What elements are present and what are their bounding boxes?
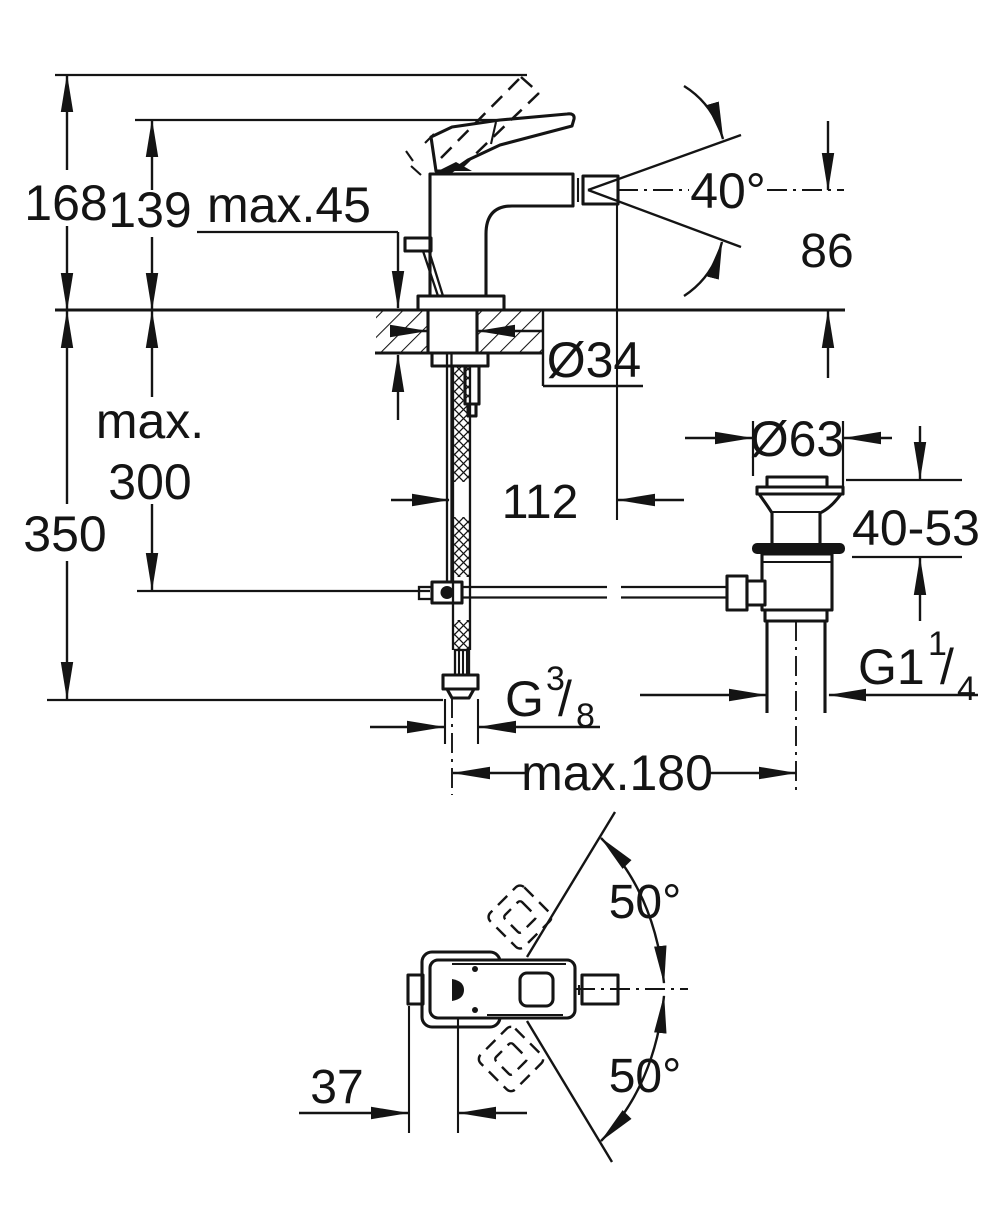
- handle-position-upper-dashed: [487, 884, 553, 950]
- dimension-max180: max.180: [451, 745, 798, 801]
- lever-handle: [429, 112, 576, 173]
- label-max-word: max.: [96, 393, 204, 449]
- handle-raised-position-dashed: [405, 76, 540, 176]
- label-max180: max.180: [521, 745, 713, 801]
- label-max45: max.45: [207, 177, 371, 233]
- dimension-dia34: Ø34: [389, 324, 642, 388]
- label-168: 168: [24, 175, 107, 231]
- faucet-side-view: [403, 76, 620, 312]
- dimension-dia63: Ø63: [685, 411, 892, 467]
- plan-cartridge: [518, 971, 555, 1008]
- faucet-base-plate: [416, 294, 506, 312]
- hose-connection-nut: [441, 673, 480, 691]
- mounting-nut: [430, 351, 490, 368]
- label-g38-sup: 3: [546, 660, 565, 698]
- label-dia63: Ø63: [750, 411, 845, 467]
- dimension-37: 37: [299, 1061, 527, 1120]
- dimension-50deg-upper: 50°: [525, 811, 682, 985]
- label-350: 350: [23, 506, 106, 562]
- label-86: 86: [800, 225, 853, 278]
- dimension-40-53: 40-53: [852, 426, 980, 621]
- dimension-max300: max. 300: [96, 309, 204, 592]
- underdeck-assembly: [417, 310, 727, 795]
- label-dia34: Ø34: [547, 332, 642, 388]
- dimension-50deg-lower: 50°: [525, 994, 682, 1163]
- label-40deg: 40°: [690, 163, 766, 219]
- dimension-168: 168: [24, 73, 108, 312]
- label-g114-slash: /: [940, 639, 954, 695]
- plan-popup-knob: [406, 973, 425, 1006]
- dimension-86: 86: [800, 121, 854, 378]
- popup-knob: [403, 236, 433, 253]
- faucet-plan-view: 50° 50° 37: [299, 811, 688, 1163]
- dimension-g1-1-4: G1 1 / 4: [640, 625, 978, 708]
- dimension-g3-8: G 3 / 8: [370, 660, 600, 735]
- dimension-139: 139: [108, 118, 192, 312]
- popup-waste-valve: [725, 475, 845, 795]
- label-g38-base: G: [505, 671, 544, 727]
- waste-oring-flange: [752, 543, 845, 554]
- waste-knurled-knob: [725, 574, 749, 612]
- label-g38-slash: /: [558, 671, 572, 727]
- label-g114-sub: 4: [957, 670, 976, 708]
- label-112: 112: [502, 476, 579, 529]
- label-139: 139: [108, 182, 191, 238]
- dimension-40deg: 40°: [587, 84, 844, 298]
- dimension-350: 350: [23, 309, 107, 701]
- label-g38-sub: 8: [576, 697, 595, 735]
- label-50deg-lower: 50°: [609, 1050, 682, 1103]
- dimensions-side-view: 168 139 max.45 40° 86: [23, 73, 980, 801]
- label-37: 37: [310, 1061, 363, 1114]
- dimension-max45: max.45: [197, 177, 405, 420]
- faucet-body: [428, 172, 575, 298]
- handle-position-lower-dashed: [477, 1025, 545, 1093]
- label-g114-sup: 1: [928, 625, 947, 663]
- plan-rod-hole: [452, 979, 464, 1001]
- popup-linkage: [417, 580, 727, 605]
- label-50deg-upper: 50°: [609, 876, 682, 929]
- flexible-hose: [441, 366, 480, 795]
- rod-clevis: [430, 580, 464, 605]
- label-g114-base: G1: [858, 639, 925, 695]
- label-40-53: 40-53: [852, 500, 980, 556]
- waste-body: [760, 552, 834, 612]
- label-300: 300: [108, 454, 191, 510]
- dimension-112: 112: [391, 476, 684, 529]
